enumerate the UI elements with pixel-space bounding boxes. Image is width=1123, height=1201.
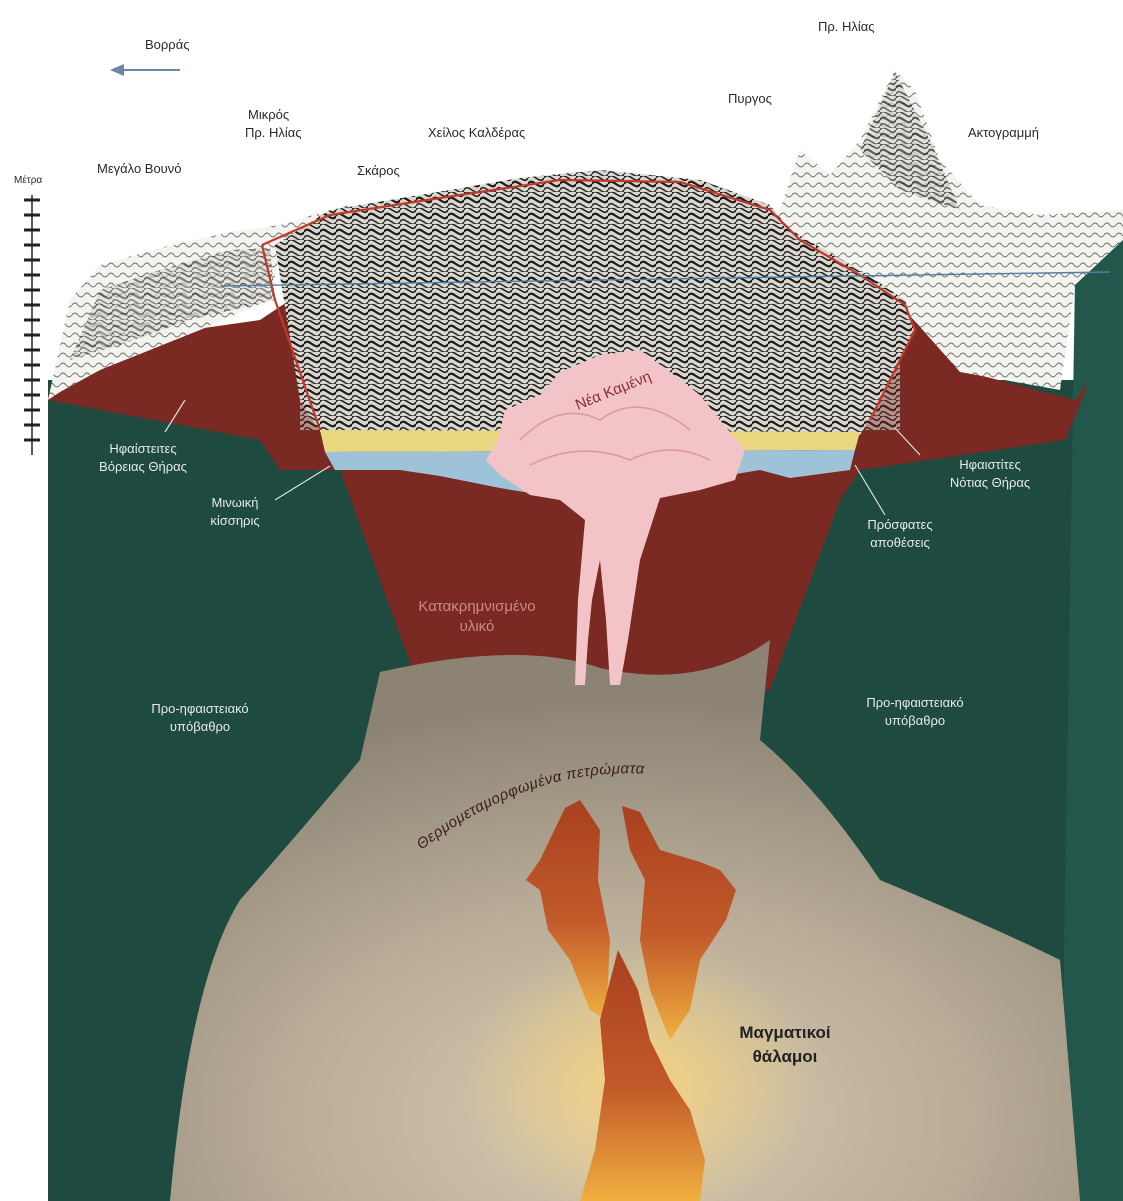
north-label: Βορράς <box>145 36 189 53</box>
volcanic-north-label-2: Βόρειας Θήρας <box>78 458 208 475</box>
megalo-vouno-label: Μεγάλο Βουνό <box>97 160 182 177</box>
mikros-pr-ilias-label-1: Μικρός <box>248 106 289 123</box>
basement-right-label-2: υπόβαθρο <box>835 712 995 729</box>
mikros-pr-ilias-label-2: Πρ. Ηλίας <box>245 124 302 141</box>
magma-chambers-label-2: θάλαμοι <box>700 1046 870 1067</box>
minoan-pumice-label-2: κίσσηρις <box>180 512 290 529</box>
recent-deposits-label-1: Πρόσφατες <box>830 516 970 533</box>
cheilos-kallderas-label: Χείλος Καλδέρας <box>428 124 525 141</box>
skaros-label: Σκάρος <box>357 162 400 179</box>
basement-left-label-2: υπόβαθρο <box>120 718 280 735</box>
recent-deposits-label-2: αποθέσεις <box>830 534 970 551</box>
depth-scale <box>24 195 40 455</box>
basement-right-label-1: Προ-ηφαιστειακό <box>835 694 995 711</box>
collapse-breccia-label-1: Κατακρημνισμένο <box>372 598 582 615</box>
basement-left-label-1: Προ-ηφαιστειακό <box>120 700 280 717</box>
collapse-breccia-label-2: υλικό <box>372 618 582 635</box>
left-arrow-icon <box>110 64 180 76</box>
pr-ilias-label: Πρ. Ηλίας <box>818 18 875 35</box>
depth-unit-label: Μέτρα <box>14 172 42 189</box>
magma-chambers-label-1: Μαγματικοί <box>700 1022 870 1043</box>
volcanic-south-label-1: Ηφαιστίτες <box>915 456 1065 473</box>
minoan-pumice-label-1: Μινωική <box>180 494 290 511</box>
volcanic-south-label-2: Νότιας Θήρας <box>915 474 1065 491</box>
pyrgos-label: Πυργος <box>728 90 772 107</box>
volcanic-north-label-1: Ηφαίστειτες <box>78 440 208 457</box>
aktogrammi-label: Ακτογραμμή <box>968 124 1039 141</box>
